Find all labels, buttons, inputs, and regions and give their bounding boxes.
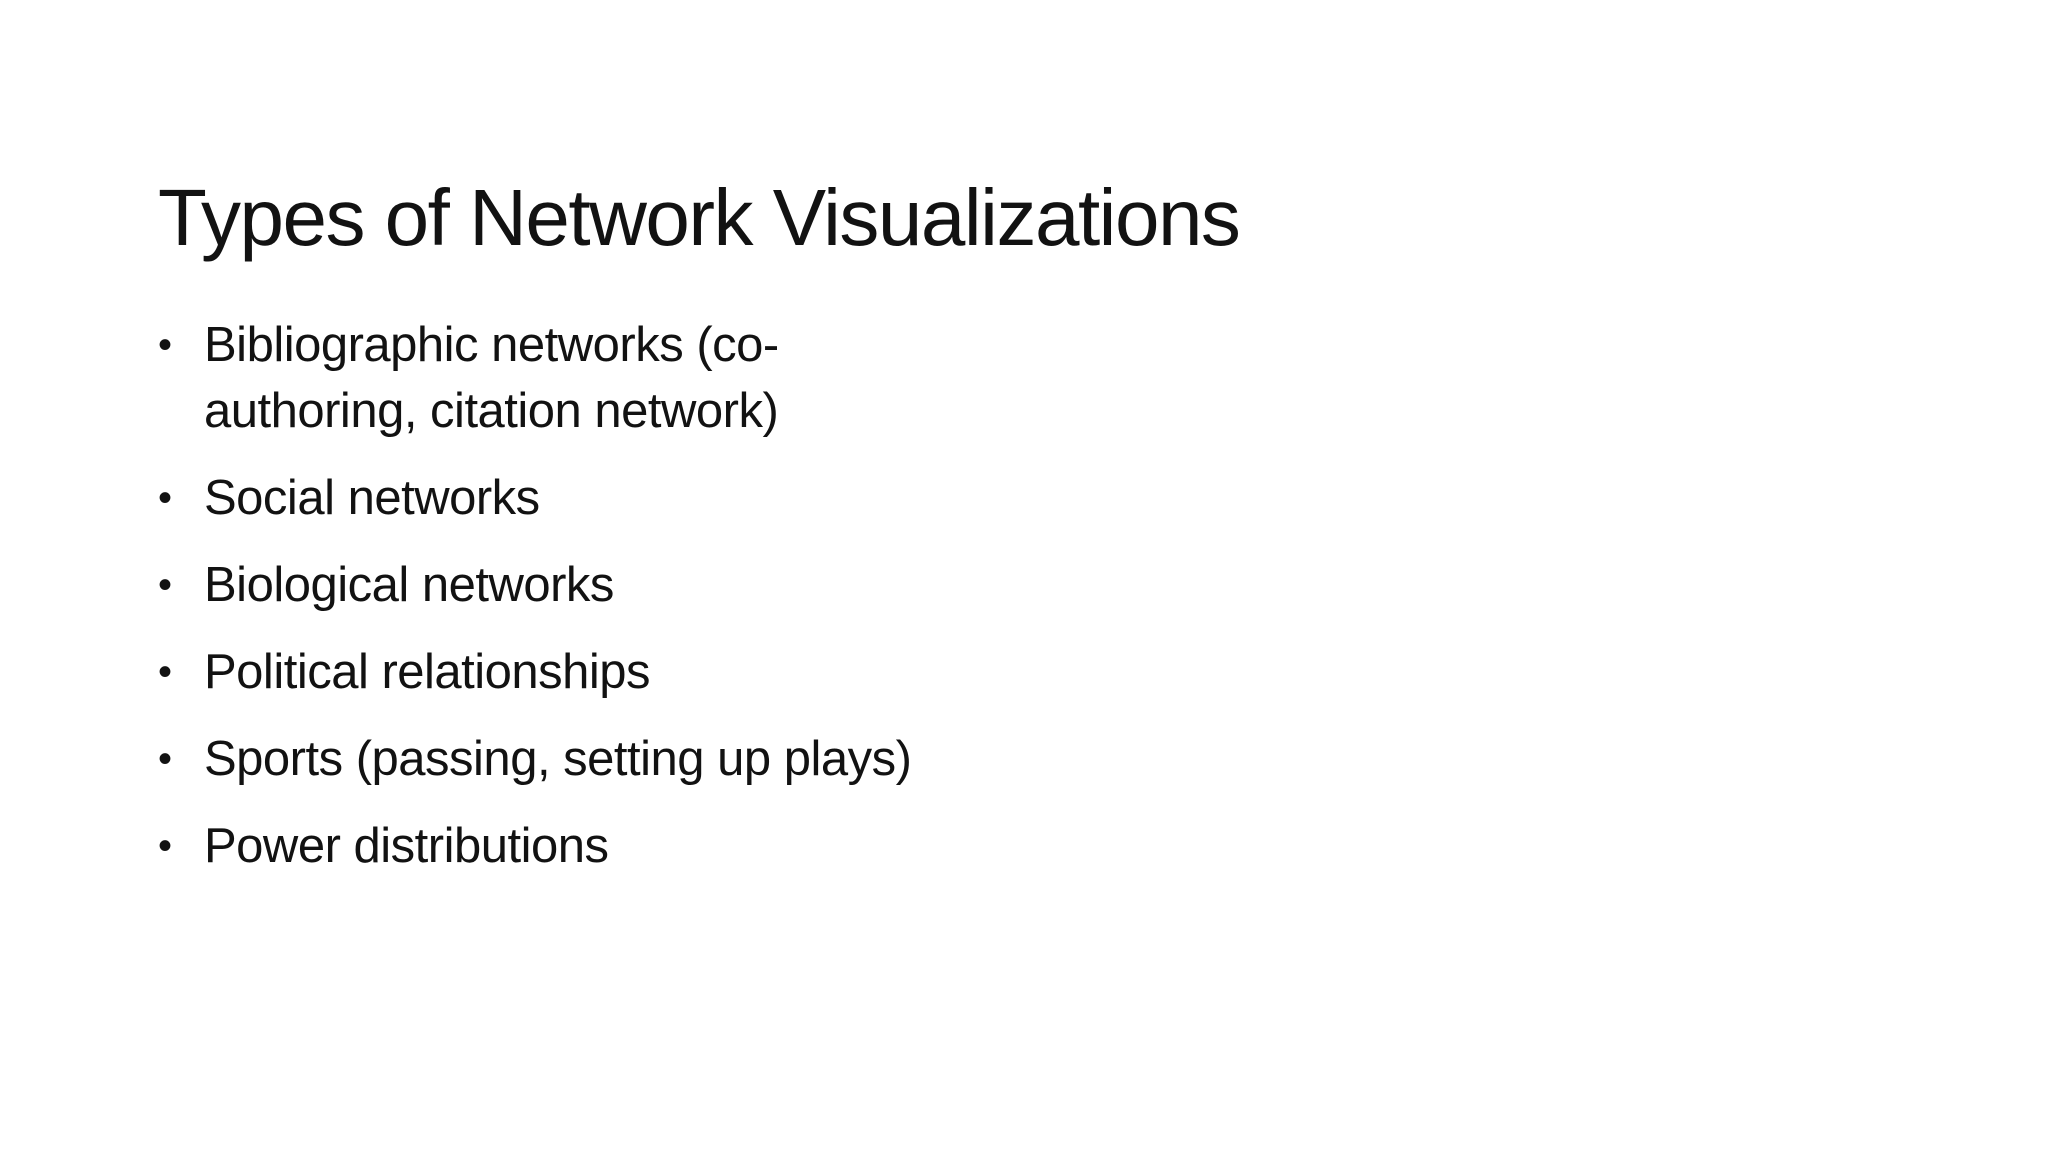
bullet-dot-icon: •: [158, 563, 172, 607]
list-item: • Political relationships: [158, 639, 1058, 705]
bullet-text: Power distributions: [204, 819, 609, 873]
bullet-dot-icon: •: [158, 650, 172, 694]
list-item: • Social networks: [158, 465, 1058, 531]
bullet-list: • Bibliographic networks (co- authoring,…: [158, 312, 1058, 900]
bullet-text: Sports (passing, setting up plays): [204, 732, 912, 786]
slide-title: Types of Network Visualizations: [158, 172, 1241, 262]
bullet-text: Political relationships: [204, 645, 651, 699]
bullet-dot-icon: •: [158, 476, 172, 520]
bullet-text: Bibliographic networks (co- authoring, c…: [204, 318, 779, 438]
bullet-dot-icon: •: [158, 323, 172, 367]
bullet-dot-icon: •: [158, 824, 172, 868]
list-item: • Power distributions: [158, 813, 1058, 879]
bullet-text: Biological networks: [204, 558, 614, 612]
list-item: • Bibliographic networks (co- authoring,…: [158, 312, 1058, 444]
list-item: • Sports (passing, setting up plays): [158, 726, 1058, 792]
bullet-text: Social networks: [204, 471, 540, 525]
bullet-dot-icon: •: [158, 737, 172, 781]
list-item: • Biological networks: [158, 552, 1058, 618]
